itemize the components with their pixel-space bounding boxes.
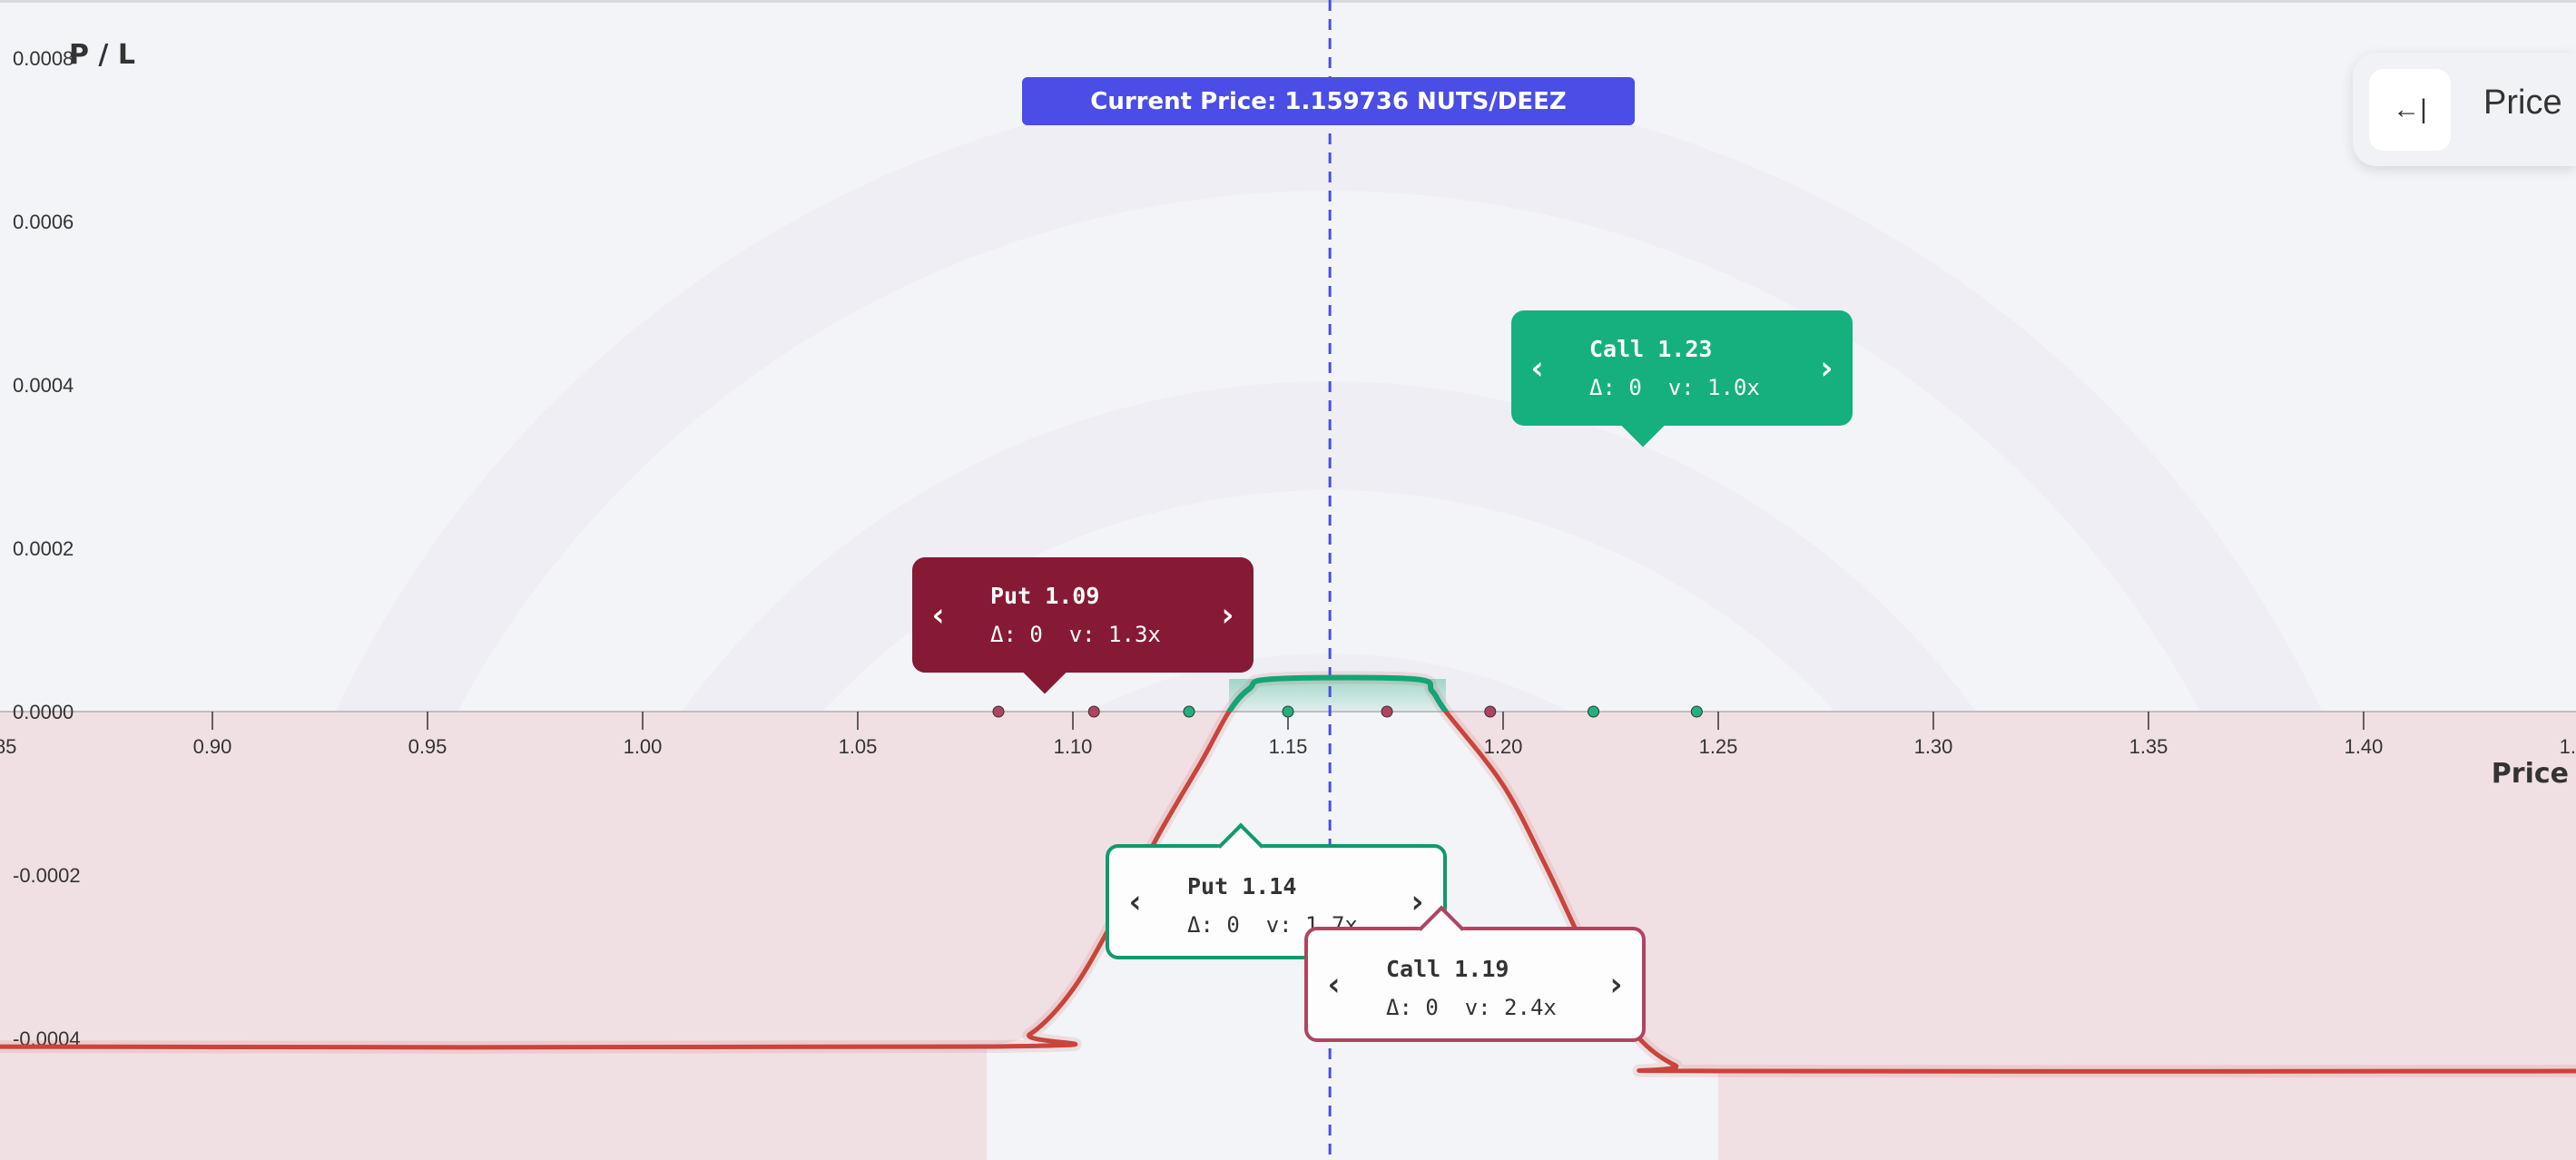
x-tick-label: 1.15 [1269,735,1308,758]
tooltip-greeks: Δ: 0 v: 1.3x [990,622,1161,647]
x-tick-label: 1.40 [2345,735,2384,758]
top-border [0,0,2576,3]
call-strike-marker[interactable] [1690,705,1703,718]
strike-tooltip[interactable]: ‹ Put 1.09 Δ: 0 v: 1.3x › [912,557,1254,694]
prev-strike-chevron-left-icon[interactable]: ‹ [1528,349,1548,387]
y-tick-label: -0.0002 [13,864,81,887]
profit-area [1229,679,1446,712]
x-tick-label: 1.35 [2129,735,2168,758]
x-tick-label: 0.85 [0,735,16,758]
next-strike-chevron-right-icon[interactable]: › [1606,966,1626,1003]
x-tick-label: 1.00 [624,735,663,758]
tooltip-title: Call 1.23 [1589,336,1713,362]
next-strike-chevron-right-icon[interactable]: › [1816,349,1836,387]
x-tick-label: 1.45 [2560,735,2576,758]
collapse-icon: ←| [2393,94,2427,124]
put-strike-marker[interactable] [992,705,1005,718]
call-strike-marker[interactable] [1183,705,1195,718]
price-panel: ←| Price [2353,53,2576,166]
tooltip-greeks: Δ: 0 v: 1.0x [1589,375,1760,400]
strike-tooltip[interactable]: ‹ Call 1.19 Δ: 0 v: 2.4x › [1304,905,1646,1042]
prev-strike-chevron-left-icon[interactable]: ‹ [929,596,949,634]
next-strike-chevron-right-icon[interactable]: › [1217,596,1237,634]
x-tick-label: 1.30 [1914,735,1953,758]
y-tick-label: 0.0002 [13,537,74,560]
put-strike-marker[interactable] [1381,705,1393,718]
x-tick-label: 0.95 [408,735,447,758]
pnl-curve-profit [1225,674,1450,712]
y-tick-label: 0.0000 [13,701,74,723]
y-tick-label: 0.0008 [13,47,74,70]
x-axis-title: Price [2492,758,2569,790]
x-tick-label: 1.10 [1054,735,1093,758]
x-tick-label: 0.90 [193,735,232,758]
tooltip-greeks: Δ: 0 v: 2.4x [1386,995,1557,1020]
tooltip-title: Call 1.19 [1386,956,1509,982]
prev-strike-chevron-left-icon[interactable]: ‹ [1126,883,1145,920]
x-tick-label: 1.20 [1484,735,1523,758]
tooltip-title: Put 1.09 [990,583,1100,609]
price-panel-label: Price [2483,84,2562,122]
put-strike-marker[interactable] [1087,705,1100,718]
collapse-panel-button[interactable]: ←| [2369,69,2451,151]
x-tick-label: 1.05 [839,735,878,758]
x-tick-label: 1.25 [1699,735,1738,758]
tooltip-title: Put 1.14 [1187,873,1297,899]
put-strike-marker[interactable] [1484,705,1497,718]
call-strike-marker[interactable] [1588,705,1600,718]
strike-tooltip[interactable]: ‹ Call 1.23 Δ: 0 v: 1.0x › [1511,310,1853,447]
next-strike-chevron-right-icon[interactable]: › [1407,883,1427,920]
prev-strike-chevron-left-icon[interactable]: ‹ [1324,966,1344,1003]
y-axis-title: P / L [69,39,135,71]
call-strike-marker[interactable] [1282,705,1294,718]
current-price-badge: Current Price: 1.159736 NUTS/DEEZ [1022,77,1635,125]
y-tick-label: 0.0006 [13,211,74,233]
y-tick-label: 0.0004 [13,374,74,397]
